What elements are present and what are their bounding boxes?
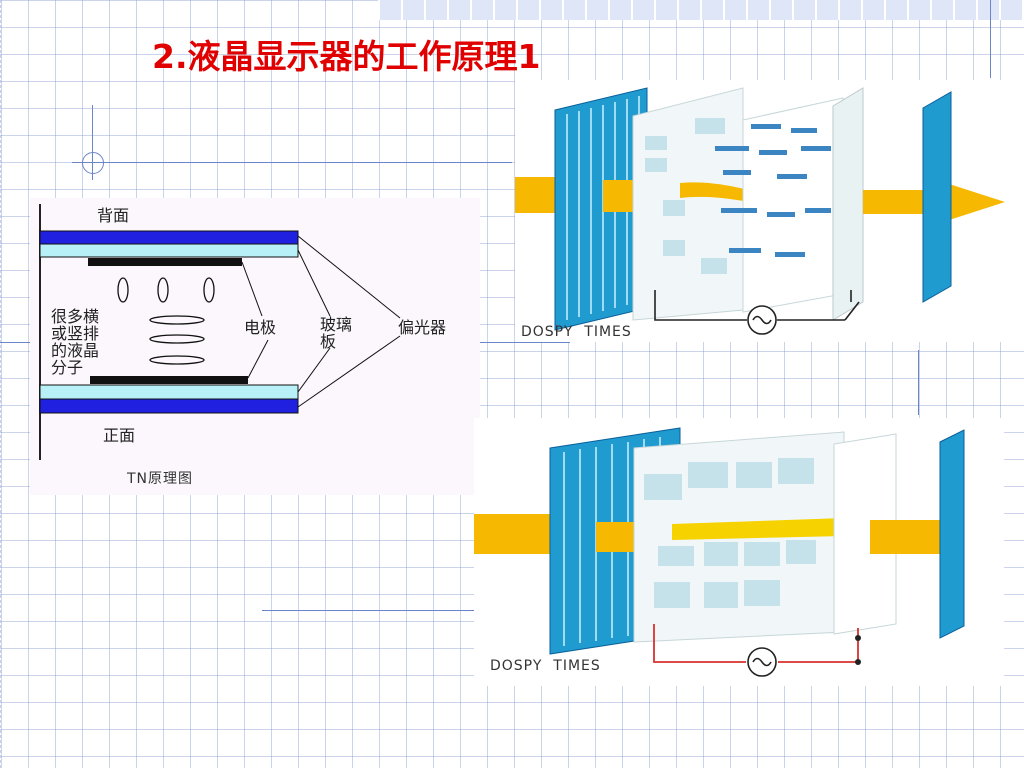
top-decorative-bar: [378, 0, 1024, 20]
label-molecules-1: 很多横: [51, 307, 100, 326]
horizontal-molecule: [149, 355, 205, 365]
illustration-bottom: DOSPY TIMES: [474, 418, 1004, 686]
lc-panel: [632, 87, 744, 321]
circuit-wire: [653, 624, 746, 663]
label-molecules-3: 的液晶: [51, 341, 100, 360]
tn-diagram-svg: [39, 204, 401, 460]
closed-switch-contact: [855, 635, 861, 641]
vertical-molecule: [117, 277, 129, 303]
vertical-molecule: [203, 277, 215, 303]
outgoing-light-arrow: [943, 182, 1005, 222]
outgoing-light-beam: [870, 520, 940, 554]
top-electrode: [88, 258, 242, 266]
glass-pointer-top: [297, 249, 331, 317]
bottom-polarizer-layer: [39, 398, 299, 414]
label-molecules-4: 分子: [51, 358, 84, 377]
polarizer-pointer-bottom: [297, 335, 401, 408]
closed-switch-contact: [855, 659, 861, 665]
analyzer-polarizer: [939, 429, 965, 639]
slide-title: 2.液晶显示器的工作原理1: [152, 37, 541, 76]
top-polarizer-layer: [39, 230, 299, 245]
label-front: 正面: [103, 426, 136, 445]
deco-horizontal-line-bottom: [262, 610, 474, 611]
top-glass-layer: [39, 243, 299, 258]
illustration-bottom-svg: [474, 427, 965, 677]
bottom-glass-layer: [39, 384, 299, 400]
deco-crosshair-circle: [82, 152, 104, 174]
bottom-electrode: [90, 376, 248, 384]
incoming-light-beam: [474, 514, 554, 554]
vertical-molecule: [157, 277, 169, 303]
label-back: 背面: [97, 206, 130, 225]
open-switch: [844, 301, 860, 321]
glass-pointer-bottom: [297, 347, 331, 393]
deco-vertical-line-mid: [918, 350, 919, 415]
polarizer-pointer-top: [297, 235, 401, 319]
label-molecules-2: 或竖排: [51, 324, 100, 343]
label-glass-2: 板: [320, 332, 337, 351]
deco-horizontal-line-mid: [0, 342, 30, 343]
circuit-wire: [654, 290, 747, 321]
label-electrode: 电极: [244, 318, 277, 337]
label-glass-1: 玻璃: [320, 315, 353, 334]
illustration-top: DOSPY TIMES: [515, 80, 1024, 342]
watermark-top: DOSPY TIMES: [521, 324, 632, 340]
rear-glass-panel: [833, 433, 897, 635]
tn-diagram: 背面 很多横 或竖排 的液晶 分子 电极 玻璃 板 偏光器 正面 TN原理图: [30, 198, 480, 495]
deco-vertical-line-left: [92, 105, 93, 180]
horizontal-molecule: [149, 315, 205, 325]
watermark-bottom: DOSPY TIMES: [490, 658, 601, 674]
deco-horizontal-line-left: [72, 162, 512, 163]
label-polarizer: 偏光器: [398, 318, 447, 337]
blocked-light-beam: [672, 518, 844, 540]
horizontal-molecule: [149, 334, 205, 344]
deco-vertical-line-right: [990, 0, 991, 78]
analyzer-polarizer: [922, 91, 952, 303]
electrode-pointer-top: [241, 261, 263, 317]
deco-horizontal-line-mid-right: [480, 342, 570, 343]
tn-diagram-caption: TN原理图: [127, 471, 194, 487]
illustration-top-svg: [515, 87, 1005, 335]
electrode-pointer-bottom: [247, 339, 269, 379]
rear-polarizer: [832, 87, 864, 321]
